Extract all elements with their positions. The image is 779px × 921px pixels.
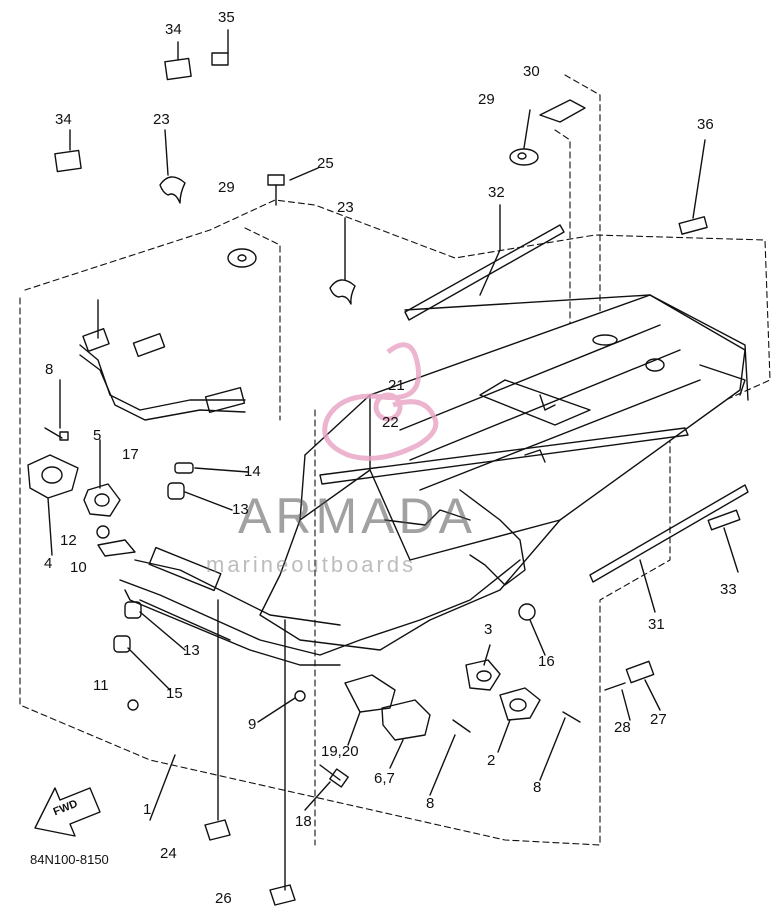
- part-label-29: 29: [218, 179, 235, 196]
- part-label-25: 25: [317, 155, 334, 172]
- rail-strips: [319, 224, 749, 583]
- part-label-6-7: 6,7: [374, 770, 395, 787]
- part-label-19-20: 19,20: [321, 743, 359, 760]
- part-label-12: 12: [60, 532, 77, 549]
- part-label-30: 30: [523, 63, 540, 80]
- part-label-3: 3: [484, 621, 493, 638]
- part-label-5: 5: [93, 427, 102, 444]
- part-label-10: 10: [70, 559, 87, 576]
- part-label-35: 35: [218, 9, 235, 26]
- part-label-32: 32: [488, 184, 505, 201]
- part-label-36: 36: [697, 116, 714, 133]
- part-label-28: 28: [614, 719, 631, 736]
- part-label-27: 27: [650, 711, 667, 728]
- part-label-8: 8: [45, 361, 54, 378]
- forward-arrow-icon: [34, 787, 101, 837]
- part-label-15: 15: [166, 685, 183, 702]
- hardware-parts: [27, 29, 739, 906]
- part-label-26: 26: [215, 890, 232, 907]
- part-label-23: 23: [337, 199, 354, 216]
- part-label-8: 8: [426, 795, 435, 812]
- part-label-11: 11: [93, 677, 109, 694]
- part-label-8: 8: [533, 779, 542, 796]
- part-label-9: 9: [248, 716, 257, 733]
- part-label-21: 21: [388, 377, 405, 394]
- part-label-1: 1: [143, 801, 152, 818]
- part-label-14: 14: [244, 463, 261, 480]
- part-label-24: 24: [160, 845, 177, 862]
- part-label-13: 13: [232, 501, 249, 518]
- main-frame: [259, 294, 749, 651]
- part-label-16: 16: [538, 653, 555, 670]
- part-label-34: 34: [55, 111, 72, 128]
- part-label-18: 18: [295, 813, 312, 830]
- part-label-33: 33: [720, 581, 737, 598]
- rear-bumper: [79, 299, 246, 421]
- part-label-34: 34: [165, 21, 182, 38]
- part-label-23: 23: [153, 111, 170, 128]
- watermark-logo: [322, 342, 439, 461]
- part-label-31: 31: [648, 616, 665, 633]
- part-label-29: 29: [478, 91, 495, 108]
- part-label-13: 13: [183, 642, 200, 659]
- part-label-17: 17: [122, 446, 139, 463]
- drawing-code: 84N100-8150: [30, 852, 109, 867]
- side-rail: [119, 546, 521, 666]
- part-label-4: 4: [44, 555, 53, 572]
- part-label-2: 2: [487, 752, 496, 769]
- part-label-22: 22: [382, 414, 399, 431]
